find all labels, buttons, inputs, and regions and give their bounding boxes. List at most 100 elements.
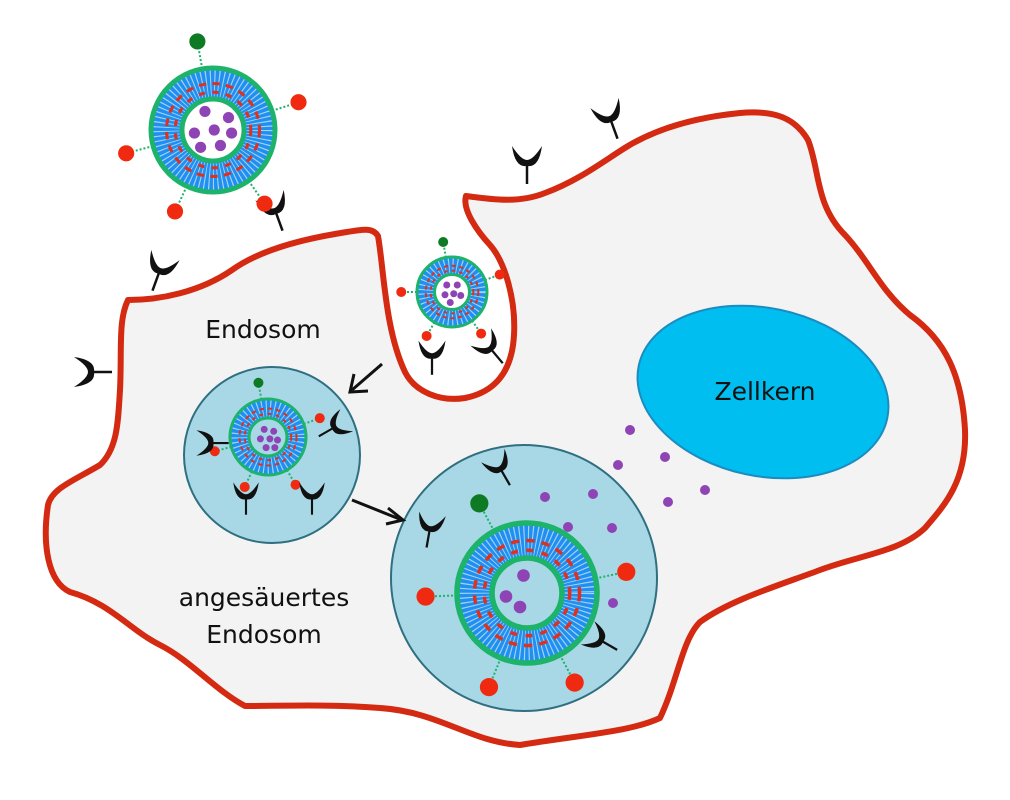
cargo-molecule xyxy=(260,425,268,433)
cargo-molecule xyxy=(443,281,451,289)
lipid-cargo-layer xyxy=(164,81,262,179)
red-ligand xyxy=(290,479,301,490)
lipid-cargo-layer xyxy=(238,407,298,467)
receptor-cup xyxy=(512,146,542,167)
lipid-cargo-layer xyxy=(429,269,475,315)
cargo-molecule xyxy=(446,299,454,306)
cargo-molecule xyxy=(453,281,461,289)
receptor-cup xyxy=(470,328,497,354)
lipid-cargo-layer xyxy=(173,90,253,170)
ligand-linker xyxy=(303,417,321,425)
receptor-icon xyxy=(318,409,354,438)
released-cargo xyxy=(663,497,673,507)
inner-head-groups xyxy=(247,416,289,458)
released-cargo xyxy=(613,460,623,470)
cargo-molecule xyxy=(499,590,513,603)
outer-head-groups xyxy=(148,65,278,195)
cargo-molecule xyxy=(441,291,449,299)
receptor-cup xyxy=(233,482,259,500)
receptor-cup xyxy=(150,249,180,276)
cargo-molecule xyxy=(274,436,281,444)
released-cargo xyxy=(700,485,710,495)
endosome-label: Endosom xyxy=(205,315,320,344)
ligand-linker xyxy=(425,594,458,598)
cargo-molecule xyxy=(513,600,527,614)
red-ligand xyxy=(396,287,407,297)
nucleus xyxy=(636,304,890,480)
outer-head-groups xyxy=(415,255,489,329)
ligand-linker xyxy=(558,654,576,684)
cargo-molecule xyxy=(208,124,220,136)
receptor-cup xyxy=(419,511,446,533)
ligand-linker xyxy=(174,185,188,212)
outer-head-groups xyxy=(454,520,600,666)
released-cargo xyxy=(660,452,670,462)
inner-head-groups xyxy=(179,96,247,164)
released-cargo xyxy=(608,598,618,608)
cargo-molecule xyxy=(222,112,235,124)
receptor-cup xyxy=(418,340,446,359)
receptor-icon xyxy=(196,430,229,456)
inner-head-groups xyxy=(433,273,471,311)
receptor-icon xyxy=(512,146,542,184)
cargo-molecule xyxy=(450,290,458,298)
cargo-molecule xyxy=(195,141,207,153)
liposome xyxy=(416,494,636,697)
ligand-linker xyxy=(488,657,502,688)
receptor-cup xyxy=(299,482,325,500)
ligand-linker xyxy=(243,471,253,488)
ligand-linker xyxy=(478,502,496,532)
receptor-icon xyxy=(418,340,446,375)
ligand-linker xyxy=(247,180,266,205)
red-ligand xyxy=(239,481,250,492)
released-cargo xyxy=(588,489,598,499)
cargo-molecule xyxy=(256,435,264,443)
released-cargo xyxy=(607,523,617,533)
released-cargo xyxy=(540,492,550,502)
red-ligand xyxy=(476,328,487,339)
arrow-to-endosome xyxy=(348,362,383,394)
ligand-linker xyxy=(595,570,627,580)
cell-membrane xyxy=(42,109,969,748)
receptor-icon xyxy=(419,511,446,548)
outer-head-groups xyxy=(228,397,308,477)
receptor-icon xyxy=(299,482,325,515)
receptor-icon xyxy=(470,328,504,364)
receptor-cup xyxy=(481,448,508,474)
red-ligand xyxy=(314,413,325,424)
acidified-endosome-label-line2: Endosom xyxy=(206,620,321,649)
cargo-molecule xyxy=(270,427,278,435)
receptor-cup xyxy=(196,430,214,456)
cargo-molecule xyxy=(199,105,211,117)
green-ligand xyxy=(470,494,489,513)
red-ligand xyxy=(565,673,584,692)
ligand-linker xyxy=(214,445,232,453)
red-ligand xyxy=(118,145,135,162)
cargo-molecule xyxy=(188,127,200,139)
lipid-cargo-layer xyxy=(243,412,293,462)
cargo-molecule xyxy=(271,444,279,452)
liposome xyxy=(118,33,307,220)
receptor-icon xyxy=(233,482,259,515)
ligand-linker xyxy=(271,101,299,112)
receptor-cup xyxy=(590,97,620,124)
red-ligand xyxy=(256,195,273,212)
red-ligand xyxy=(421,330,432,341)
receptor-icon xyxy=(150,249,180,292)
red-ligand xyxy=(416,587,435,606)
cargo-molecule xyxy=(226,127,238,139)
lipid-cargo-layer xyxy=(482,548,572,638)
receptor-icon xyxy=(580,621,618,651)
green-ligand xyxy=(253,377,264,388)
red-ligand xyxy=(479,678,499,697)
acidified-endosome-label-line1: angesäuertes xyxy=(179,583,349,612)
ligand-linker xyxy=(286,469,297,486)
inner-head-groups xyxy=(489,555,565,631)
released-cargo xyxy=(563,522,573,532)
released-cargo xyxy=(625,425,635,435)
ligand-linker xyxy=(196,41,204,70)
cargo-molecule xyxy=(214,139,227,152)
green-ligand xyxy=(438,237,449,248)
